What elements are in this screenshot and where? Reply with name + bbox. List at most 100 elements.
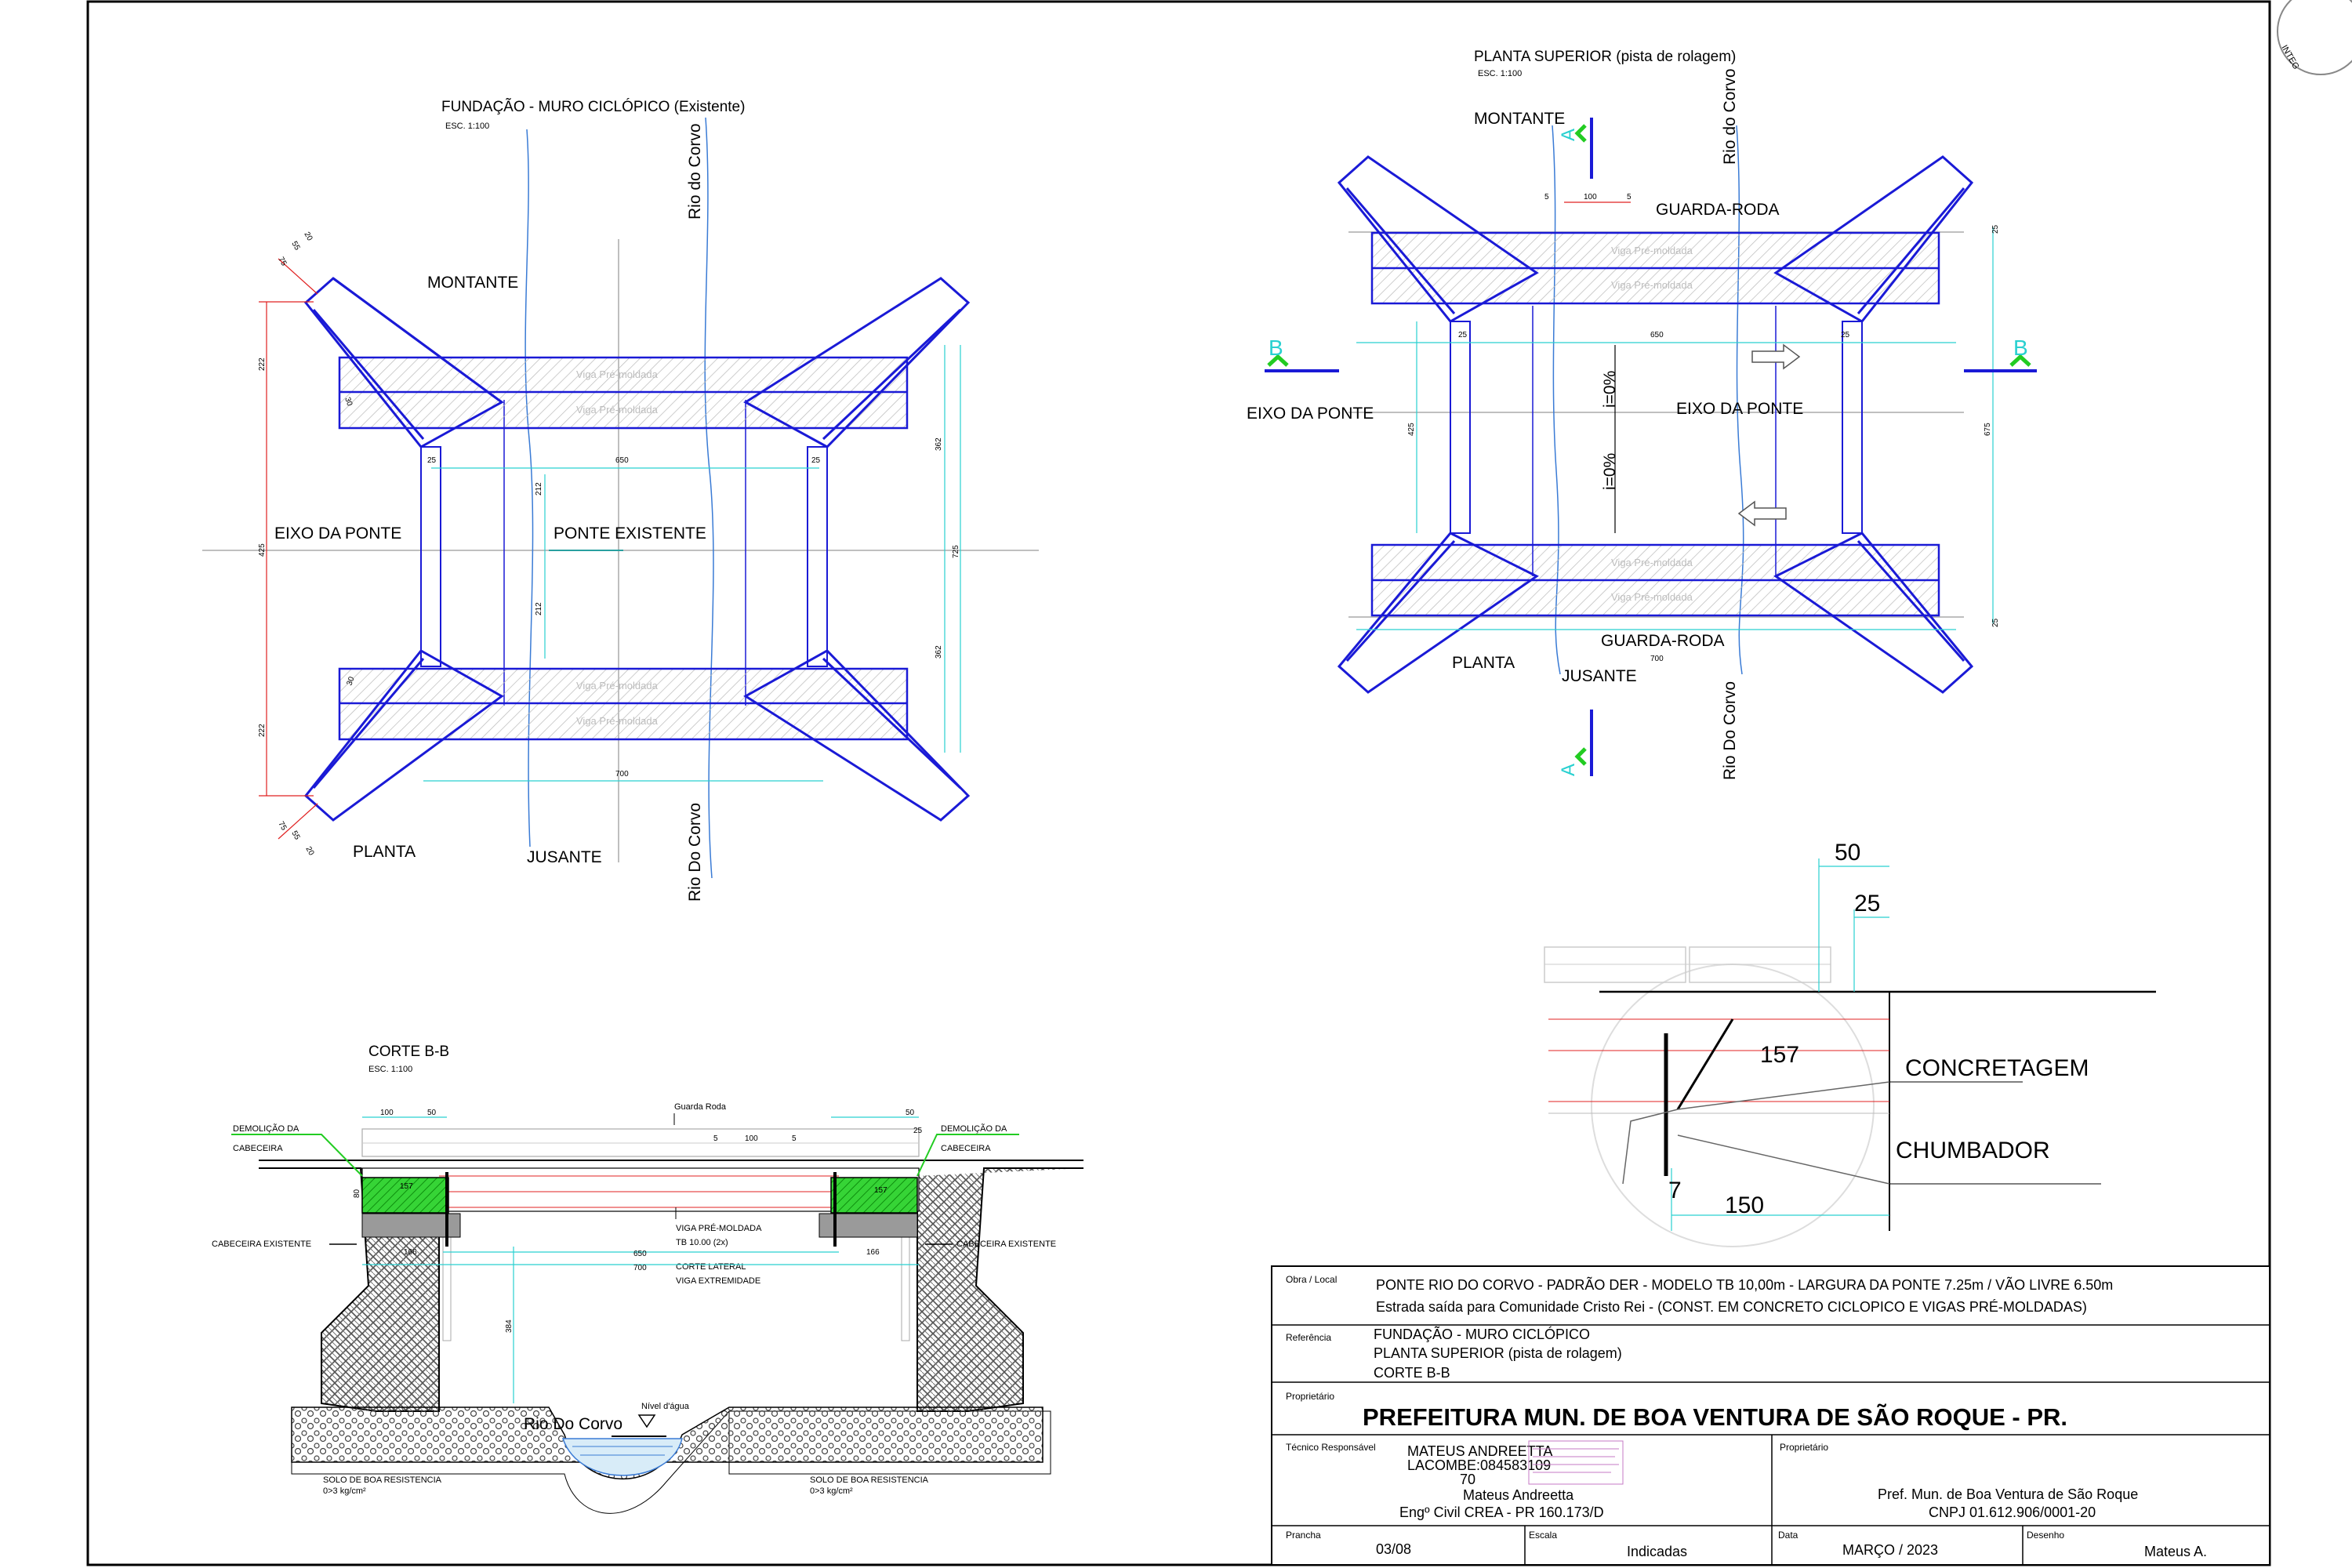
plan2-dim-5: 5 (1544, 193, 1549, 201)
plan1-dim-75: 75 (276, 820, 288, 833)
section-marker-b-right: B (1964, 336, 2037, 372)
plan2-dim-700: 700 (1650, 655, 1664, 663)
sec-dim-166: 166 (404, 1248, 417, 1257)
tb-escala-label: Escala (1529, 1530, 1557, 1541)
nivel-label: Nível d'água (641, 1402, 690, 1411)
plan1-title: FUNDAÇÃO - MURO CICLÓPICO (Existente) (441, 98, 745, 115)
sec-dim-166: 166 (866, 1248, 880, 1257)
solo-left: SOLO DE BOA RESISTENCIA (323, 1475, 442, 1485)
plan2-viga-label: Viga Pré-moldada (1611, 557, 1693, 568)
plan1-dim-20: 20 (303, 845, 315, 858)
tb-ref1: FUNDAÇÃO - MURO CICLÓPICO (1374, 1326, 1590, 1342)
section-a-label: A (1558, 764, 1579, 776)
plan1-dim-212: 212 (535, 482, 543, 495)
plan2-dim-25: 25 (1458, 331, 1468, 339)
plan2-dim-25: 25 (1991, 618, 2000, 627)
corte-lateral-label: CORTE LATERAL (676, 1262, 746, 1272)
sec-dim-650: 650 (633, 1250, 647, 1258)
demolicao-left: DEMOLIÇÃO DA (233, 1123, 299, 1134)
plan1-dim-30: 30 (345, 675, 356, 687)
plan2-eixo-center: EIXO DA PONTE (1676, 400, 1803, 418)
tb-sig1: MATEUS ANDREETTA (1407, 1443, 1552, 1459)
plan1-dim-75: 75 (276, 256, 288, 268)
cab-existente-left: CABECEIRA EXISTENTE (212, 1240, 311, 1249)
plan2-wing-walls (1337, 155, 1974, 694)
section-scale: ESC. 1:100 (368, 1065, 412, 1074)
plan2-dim-5: 5 (1627, 193, 1632, 201)
plan1-montante: MONTANTE (427, 274, 518, 292)
rio-label: Rio Do Corvo (524, 1415, 622, 1433)
plan1-viga-label: Viga Pré-moldada (576, 715, 659, 727)
tb-prop2-cnpj: CNPJ 01.612.906/0001-20 (1929, 1504, 2096, 1520)
tb-label: TB 10.00 (2x) (676, 1238, 728, 1247)
plan2-viga-label: Viga Pré-moldada (1611, 245, 1693, 256)
plan1-dim-362: 362 (935, 645, 943, 659)
plan2-montante: MONTANTE (1474, 110, 1565, 128)
plan2-dim-25: 25 (1841, 331, 1850, 339)
cabeceira-left (361, 1213, 461, 1238)
tb-desenho: Mateus A. (2144, 1544, 2207, 1559)
tb-data: MARÇO / 2023 (1842, 1542, 1938, 1558)
plan2-dim-25: 25 (1991, 224, 2000, 234)
water-level-icon (637, 1414, 656, 1428)
sheet-border (86, 0, 2271, 1566)
soil-right (916, 1167, 1083, 1412)
sec-dim-100: 100 (380, 1109, 394, 1117)
plan1-river-top: Rio do Corvo (686, 123, 704, 220)
title-block: Obra / Local PONTE RIO DO CORVO - PADRÃO… (1271, 1265, 2270, 1566)
solo-right: SOLO DE BOA RESISTENCIA (810, 1475, 929, 1485)
plan1-dim-222: 222 (258, 724, 267, 737)
plan1-jusante: JUSANTE (527, 848, 602, 866)
cabeceira-right-label: CABECEIRA (941, 1144, 991, 1153)
sec-dim-700: 700 (633, 1264, 647, 1272)
plan2-planta: PLANTA (1452, 654, 1515, 672)
plan1-viga-label: Viga Pré-moldada (576, 680, 659, 691)
detail-dim-157: 157 (1760, 1042, 1799, 1068)
tb-obra-line1: PONTE RIO DO CORVO - PADRÃO DER - MODELO… (1376, 1276, 2113, 1293)
plan1-dim-425: 425 (258, 543, 267, 557)
sec-dim-100: 100 (745, 1134, 758, 1143)
section-marker-a-bottom: A (1558, 710, 1593, 776)
tb-ref2: PLANTA SUPERIOR (pista de rolagem) (1374, 1345, 1622, 1361)
tb-prop2-name: Pref. Mun. de Boa Ventura de São Roque (1878, 1486, 2138, 1502)
sec-dim-157: 157 (400, 1182, 413, 1191)
plan2-dim-100: 100 (1584, 193, 1597, 201)
plan1-left-abutment (420, 446, 441, 667)
tb-tec-name: Mateus Andreetta (1463, 1487, 1574, 1503)
plan1-dim-25: 25 (427, 456, 437, 465)
plan-fundacao: FUNDAÇÃO - MURO CICLÓPICO (Existente) ES… (202, 98, 1039, 902)
section-marker-b-left: B (1265, 336, 1339, 372)
tb-ref-label: Referência (1286, 1332, 1331, 1343)
plan-superior: PLANTA SUPERIOR (pista de rolagem) ESC. … (1247, 49, 2037, 780)
section-b-label: B (1269, 336, 1283, 360)
sec-dim-50: 50 (427, 1109, 437, 1117)
plan2-dim-650: 650 (1650, 331, 1664, 339)
plan1-viga-label: Viga Pré-moldada (576, 368, 659, 380)
plan1-dim-55: 55 (289, 829, 301, 842)
plan1-eixo: EIXO DA PONTE (274, 524, 401, 543)
section-a-label: A (1558, 129, 1579, 141)
sec-dim-50: 50 (906, 1109, 915, 1117)
section-title: CORTE B-B (368, 1044, 449, 1060)
tb-tec-label: Técnico Responsável (1286, 1442, 1376, 1453)
tb-obra-label: Obra / Local (1286, 1274, 1337, 1285)
tb-obra-line2: Estrada saída para Comunidade Cristo Rei… (1376, 1299, 2087, 1315)
section-b-label: B (2013, 336, 2028, 360)
plan2-river-bottom: Rio Do Corvo (1721, 681, 1739, 780)
tb-prancha-label: Prancha (1286, 1530, 1321, 1541)
detail-dim-150: 150 (1725, 1192, 1764, 1218)
plan2-slope-top: i=0% (1601, 371, 1619, 408)
sec-dim-80: 80 (353, 1189, 361, 1198)
plan2-dim-675: 675 (1984, 423, 1992, 436)
tb-sig3: 70 (1460, 1472, 1475, 1487)
tb-data-label: Data (1778, 1530, 1798, 1541)
sec-dim-384: 384 (505, 1319, 514, 1333)
viga-ext-label: VIGA EXTREMIDADE (676, 1276, 760, 1286)
plan2-jusante: JUSANTE (1562, 667, 1637, 685)
sec-dim-157: 157 (874, 1186, 887, 1195)
sec-dim-5: 5 (713, 1134, 718, 1143)
flow-arrow-right (1751, 343, 1801, 370)
cabeceira-left-label: CABECEIRA (233, 1144, 283, 1153)
plan1-dim-650: 650 (615, 456, 629, 465)
